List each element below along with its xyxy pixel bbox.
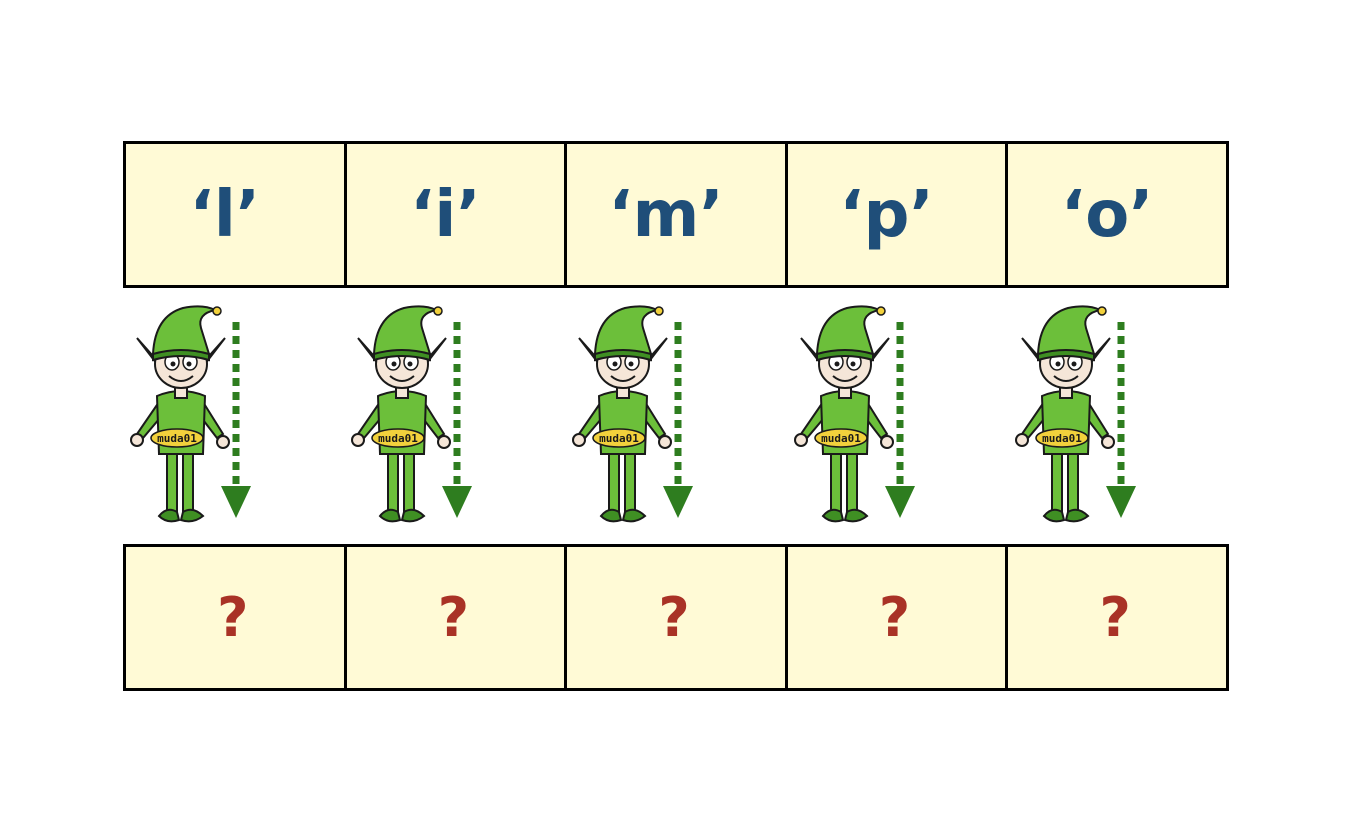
name-badge-label: muda01 [821,432,861,445]
elf-icon: muda01 [351,305,452,523]
elf-figure: muda01 [130,305,251,523]
input-char-2: ‘i’ [410,177,481,252]
output-cell-1: ? [126,547,344,688]
input-char-5: ‘o’ [1060,177,1154,252]
down-arrow-icon [221,322,251,518]
output-unknown-4: ? [878,585,911,649]
output-unknown-2: ? [437,585,470,649]
name-badge [813,428,868,448]
elf-worker-4: muda01 [787,298,1008,534]
elf-figure: muda01 [1014,305,1136,523]
elf-worker-1: muda01 [123,298,344,534]
elf-icon: muda01 [572,305,673,523]
input-cell-2: ‘i’ [343,144,565,285]
down-arrow-icon [663,322,694,518]
elf-figure: muda01 [793,305,915,523]
name-badge [1035,428,1089,448]
name-badge [150,428,204,448]
input-char-4: ‘p’ [839,177,934,252]
output-unknown-1: ? [217,585,249,649]
elf-worker-row: muda01 muda01 muda01 muda01 muda01 [123,298,1229,534]
input-character-row: ‘l’ ‘i’ ‘m’ ‘p’ ‘o’ [123,141,1229,288]
output-cell-5: ? [1005,547,1226,688]
elf-worker-5: muda01 [1008,298,1229,534]
elf-icon: muda01 [793,305,894,523]
name-badge-label: muda01 [1042,432,1082,445]
input-cell-4: ‘p’ [784,144,1006,285]
name-badge [371,428,425,448]
output-unknown-3: ? [658,585,690,649]
input-char-1: ‘l’ [189,177,261,252]
down-arrow-icon [884,322,915,518]
elf-figure: muda01 [572,305,694,523]
down-arrow-icon [442,322,473,518]
input-cell-5: ‘o’ [1005,144,1226,285]
output-unknown-5: ? [1099,585,1131,649]
elf-figure: muda01 [351,305,473,523]
elf-icon: muda01 [130,305,230,523]
output-cell-2: ? [343,547,565,688]
elf-worker-2: muda01 [344,298,565,534]
output-cell-4: ? [784,547,1006,688]
elf-icon: muda01 [1014,305,1115,523]
name-badge-label: muda01 [157,432,197,445]
input-cell-1: ‘l’ [126,144,344,285]
name-badge-label: muda01 [600,432,640,445]
down-arrow-icon [1105,322,1136,518]
name-badge [592,428,647,448]
output-row: ? ? ? ? ? [123,544,1229,691]
input-cell-3: ‘m’ [564,144,785,285]
input-char-3: ‘m’ [608,177,724,252]
name-badge-label: muda01 [378,432,418,445]
output-cell-3: ? [564,547,785,688]
elf-worker-3: muda01 [565,298,786,534]
